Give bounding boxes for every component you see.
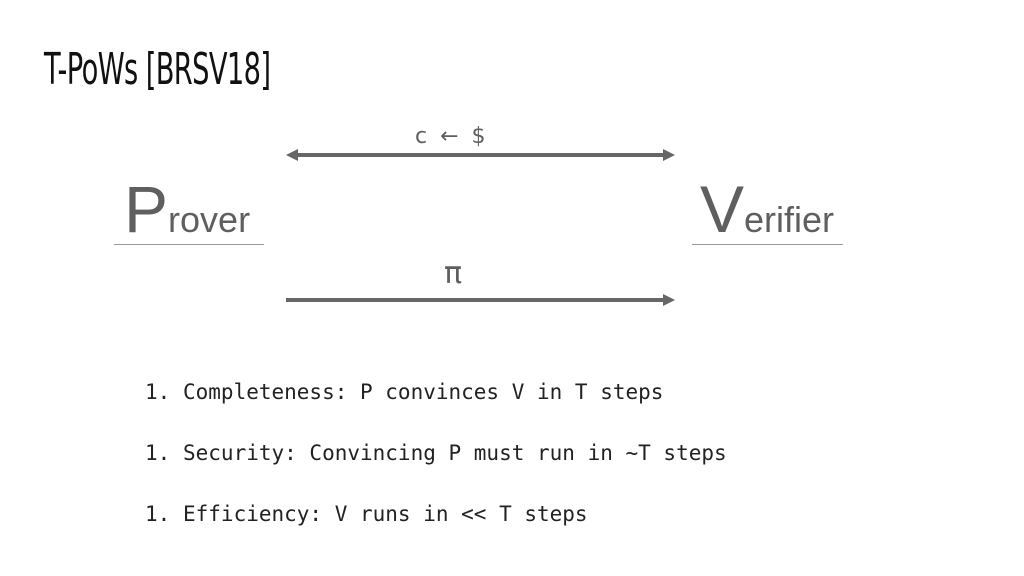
verifier-rest: erifier bbox=[744, 199, 835, 240]
verifier-label: Verifier bbox=[700, 176, 834, 242]
property-number: 1. bbox=[145, 440, 171, 465]
challenge-arrowhead-right bbox=[663, 149, 675, 161]
property-number: 1. bbox=[145, 379, 171, 404]
prover-initial: P bbox=[124, 172, 169, 246]
property-item-efficiency: 1. Efficiency: V runs in << T steps bbox=[145, 498, 727, 529]
property-text: Efficiency: V runs in << T steps bbox=[183, 501, 588, 526]
verifier-initial: V bbox=[700, 172, 745, 246]
proof-label: π bbox=[444, 256, 463, 291]
verifier-underline bbox=[692, 244, 843, 245]
property-item-completeness: 1. Completeness: P convinces V in T steps bbox=[145, 376, 727, 407]
prover-rest: rover bbox=[168, 199, 251, 240]
challenge-arrowhead-left bbox=[286, 149, 298, 161]
prover-underline bbox=[114, 244, 264, 245]
challenge-label: c ← $ bbox=[415, 124, 489, 149]
properties-list: 1. Completeness: P convinces V in T steps… bbox=[145, 376, 727, 559]
property-text: Security: Convincing P must run in ~T st… bbox=[183, 440, 727, 465]
prover-label: Prover bbox=[124, 176, 250, 242]
property-number: 1. bbox=[145, 501, 171, 526]
property-item-security: 1. Security: Convincing P must run in ~T … bbox=[145, 437, 727, 468]
proof-arrowhead-right bbox=[663, 294, 675, 306]
slide-title: T-PoWs [BRSV18] bbox=[44, 44, 271, 95]
property-text: Completeness: P convinces V in T steps bbox=[183, 379, 664, 404]
